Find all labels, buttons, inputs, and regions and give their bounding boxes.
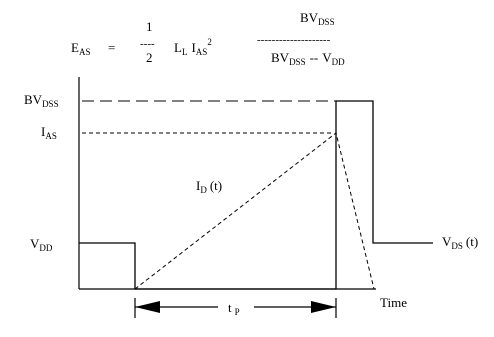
label-vds-t: VDS(t) <box>442 234 478 251</box>
formula-eas: E <box>71 40 79 55</box>
vds-waveform <box>79 100 433 290</box>
axes <box>78 77 376 290</box>
tp-label-gap <box>218 298 254 316</box>
label-ias: IAS <box>41 124 57 141</box>
label-id-t: ID(t) <box>196 178 222 195</box>
drain-current-curve <box>134 132 375 290</box>
svg-text:EAS: EAS <box>71 40 90 57</box>
fraction1-denominator: 2 <box>146 50 153 65</box>
label-bvdss: BVDSS <box>24 92 59 109</box>
label-time: Time <box>380 295 407 310</box>
tp-right-arrowhead <box>311 301 336 313</box>
fraction1-bar: ---- <box>140 38 155 50</box>
fraction2-bar: -------------------- <box>257 34 331 46</box>
fraction2-denominator: BVDSS--VDD <box>271 50 345 67</box>
formula-equals: = <box>108 40 115 55</box>
tp-left-arrowhead <box>135 301 160 313</box>
fraction1-numerator: 1 <box>146 19 153 34</box>
fraction2-numerator: BVDSS <box>300 10 335 27</box>
label-vdd: VDD <box>30 236 53 253</box>
